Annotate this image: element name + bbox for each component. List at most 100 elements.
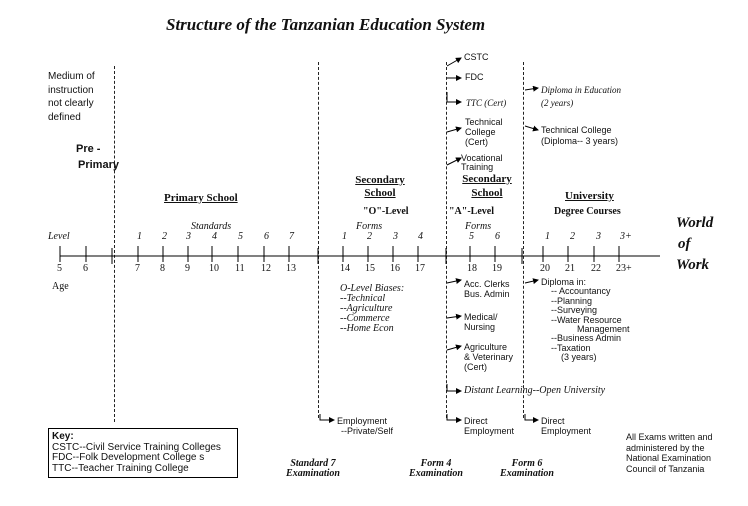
distant-learning: Distant Learning--Open University xyxy=(464,385,606,396)
diploma-education-line: (2 years) xyxy=(541,98,574,108)
medium-note-line: not clearly xyxy=(48,98,94,109)
exam-line: Examination xyxy=(409,468,463,479)
exam-note-line: All Exams written and xyxy=(626,432,713,442)
separator-olevel xyxy=(446,62,447,418)
standard-number: 7 xyxy=(289,231,294,242)
employment-line: Direct xyxy=(541,416,565,426)
university-year: 1 xyxy=(545,231,550,242)
exam-line: Examination xyxy=(286,468,340,479)
exam-line: Standard 7 xyxy=(290,458,336,469)
technical-college-line: (Cert) xyxy=(465,137,488,147)
exam-line: Form 4 xyxy=(420,458,452,469)
bias-line: --Home Econ xyxy=(340,323,394,334)
age-value: 5 xyxy=(57,263,62,274)
technical-college-diploma-line: (Diploma-- 3 years) xyxy=(541,136,619,146)
key-box xyxy=(48,428,238,478)
university-heading: University xyxy=(565,190,614,202)
age-label: Age xyxy=(52,281,69,292)
employment-line: Employment xyxy=(541,426,592,436)
key-title: Key: xyxy=(52,431,74,442)
form4-exam: Form 4 Examination xyxy=(398,459,474,479)
age-value: 18 xyxy=(467,263,477,274)
agriculture-line: & Veterinary xyxy=(464,352,514,362)
age-value: 16 xyxy=(390,263,400,274)
vocational-line: Vocational xyxy=(461,153,503,163)
exam-note-line: National Examination xyxy=(626,453,712,463)
diploma-in-line: --Planning xyxy=(551,295,593,306)
agriculture-veterinary: Agriculture & Veterinary (Cert) xyxy=(464,342,513,372)
age-value: 10 xyxy=(209,263,219,274)
university-year: 2 xyxy=(570,231,575,242)
form-number: 6 xyxy=(495,231,500,242)
age-value: 17 xyxy=(415,263,425,274)
acc-clerks: Acc. Clerks Bus. Admin xyxy=(464,279,510,299)
technical-college-line: College xyxy=(465,127,496,137)
medical-line: Nursing xyxy=(464,322,496,332)
medium-note: Medium of instruction not clearly define… xyxy=(48,70,95,124)
primary-heading: Primary School xyxy=(164,192,238,204)
exam-note-line: Council of Tanzania xyxy=(626,463,705,474)
fdc-label: FDC xyxy=(465,72,484,82)
standard-number: 5 xyxy=(238,231,243,242)
key-item: CSTC--Civil Service Training Colleges xyxy=(52,441,221,453)
acc-clerks-line: Bus. Admin xyxy=(464,289,510,299)
employment-after-form6: Direct Employment xyxy=(464,416,514,436)
pre-primary-label-2: Primary xyxy=(78,159,119,171)
standard-number: 4 xyxy=(212,231,217,242)
age-value: 9 xyxy=(185,263,190,274)
university-sub: Degree Courses xyxy=(554,206,621,217)
diploma-in-line: --Business Admin xyxy=(551,333,622,344)
key-item: TTC--Teacher Training College xyxy=(52,462,189,474)
world-of-work-line: of xyxy=(678,236,691,252)
diploma-in-line: Diploma in: xyxy=(541,277,587,287)
exam-note-line: administered by the xyxy=(626,442,705,453)
employment-line: Employment xyxy=(337,416,388,426)
medical-nursing: Medical/ Nursing xyxy=(464,312,498,332)
employment-after-university: Direct Employment xyxy=(541,416,591,436)
age-value: 12 xyxy=(261,263,271,274)
medium-note-line: Medium of xyxy=(48,71,95,82)
ttc-label: TTC (Cert) xyxy=(466,98,507,108)
form-number: 1 xyxy=(342,231,347,242)
age-value: 6 xyxy=(83,263,88,274)
olevel-level: "O"-Level xyxy=(363,206,409,217)
alevel-heading-2: School xyxy=(471,187,503,199)
age-value: 22 xyxy=(591,263,601,274)
key-content: Key: CSTC--Civil Service Training Colleg… xyxy=(52,431,221,474)
diploma-in-list: Diploma in: -- Accountancy --Planning --… xyxy=(541,277,630,363)
key-item: FDC--Folk Development College s xyxy=(52,452,205,463)
form-number: 3 xyxy=(393,231,398,242)
olevel-heading-2: School xyxy=(364,187,396,199)
bias-line: O-Level Biases: xyxy=(340,283,405,294)
age-value: 14 xyxy=(340,263,350,274)
diploma-in-line: (3 years) xyxy=(561,352,597,363)
alevel-level: "A"-Level xyxy=(449,206,494,217)
diploma-education: Diploma in Education (2 years) xyxy=(541,84,621,110)
standard-number: 6 xyxy=(264,231,269,242)
agriculture-line: (Cert) xyxy=(464,362,487,372)
age-value: 7 xyxy=(135,263,140,274)
age-value: 11 xyxy=(235,263,245,274)
bias-line: --Commerce xyxy=(340,313,390,324)
diploma-in-line: --Water Resource xyxy=(551,314,622,325)
technical-college-line: Technical xyxy=(465,117,503,127)
form-number: 4 xyxy=(418,231,423,242)
age-value: 21 xyxy=(565,263,575,274)
standards-label: Standards xyxy=(191,221,232,232)
olevel-forms-label: Forms xyxy=(356,221,383,232)
university-year: 3 xyxy=(596,231,601,242)
employment-line: --Private/Self xyxy=(341,426,394,436)
standard-number: 1 xyxy=(137,231,142,242)
medical-line: Medical/ xyxy=(464,312,498,322)
age-value: 23+ xyxy=(616,263,632,274)
standard7-exam: Standard 7 Examination xyxy=(278,459,348,479)
medium-note-line: defined xyxy=(48,111,81,123)
bias-line: --Technical xyxy=(340,293,386,304)
diploma-in-line: --Taxation xyxy=(551,342,591,353)
level-label: Level xyxy=(48,231,70,242)
technical-college-diploma-line: Technical College xyxy=(541,125,612,135)
form-number: 2 xyxy=(367,231,372,242)
age-value: 15 xyxy=(365,263,375,274)
form6-exam: Form 6 Examination xyxy=(492,459,562,479)
alevel-heading-1: Secondary xyxy=(462,173,512,185)
